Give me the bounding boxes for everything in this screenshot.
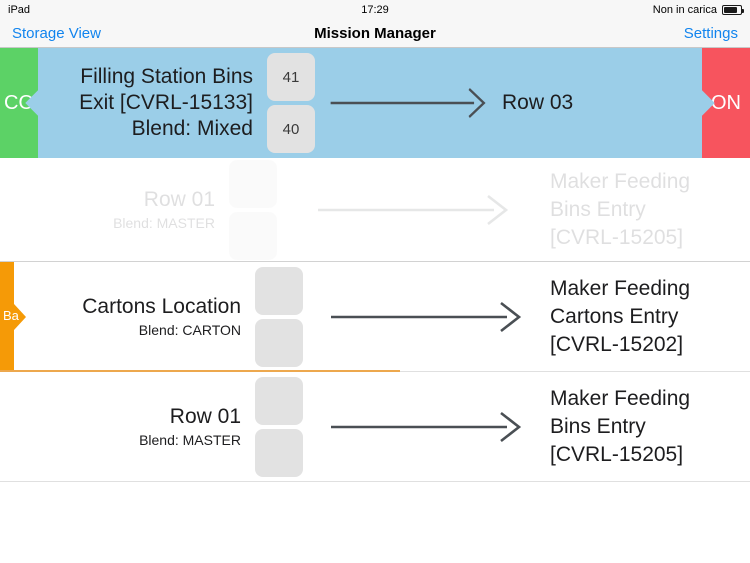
destination-line: Row 03 — [502, 91, 574, 114]
mission-row-content: Row 01 Blend: MASTER — [0, 158, 750, 262]
settings-button[interactable]: Settings — [683, 25, 738, 42]
already-in-execution-label: Already in Execution — [285, 184, 454, 203]
row-separator — [400, 371, 750, 372]
origin-block: Filling Station Bins Exit [CVRL-15133] B… — [38, 64, 263, 142]
swipe-cancel-action[interactable]: ON — [702, 48, 750, 158]
quantity-badges[interactable] — [251, 267, 307, 367]
destination-line-3: [CVRL-15205] — [550, 226, 684, 249]
swipe-cancel-label: ON — [711, 91, 741, 114]
destination-block: Maker Feeding Bins Entry [CVRL-15205] — [550, 168, 750, 252]
flow-arrow-wrap — [319, 86, 502, 120]
quantity-badges — [225, 160, 281, 260]
origin-block: Cartons Location Blend: CARTON — [26, 294, 251, 340]
badge-bottom[interactable] — [255, 429, 303, 477]
status-clock: 17:29 — [361, 4, 389, 16]
destination-block: Row 03 — [502, 89, 702, 117]
mission-row-active[interactable]: CO Filling Station Bins Exit [CVRL-15133… — [0, 48, 750, 158]
flow-arrow-icon — [316, 193, 516, 227]
destination-line-1: Maker Feeding — [550, 277, 691, 300]
origin-blend: Blend: Mixed — [131, 117, 253, 140]
status-bar: iPad 17:29 Non in carica — [0, 0, 750, 20]
destination-block: Maker Feeding Bins Entry [CVRL-15205] — [550, 385, 750, 469]
origin-blend: Blend: MASTER — [113, 215, 215, 231]
destination-line-1: Maker Feeding — [550, 387, 691, 410]
badge-bottom[interactable] — [255, 319, 303, 367]
destination-line-2: Bins Entry — [550, 198, 646, 221]
destination-line-3: [CVRL-15205] — [550, 443, 684, 466]
mission-row-plain[interactable]: Row 01 Blend: MASTER Maker — [0, 372, 750, 482]
navigation-bar: Storage View Mission Manager Settings — [0, 20, 750, 48]
mission-row-carton[interactable]: Ba Cartons Location Blend: CARTON — [0, 262, 750, 372]
batch-tab[interactable] — [0, 262, 14, 372]
destination-block: Maker Feeding Cartons Entry [CVRL-15202] — [550, 275, 750, 359]
swipe-confirm-label: CO — [4, 91, 34, 114]
battery-icon — [722, 5, 744, 15]
badge-bottom — [229, 212, 277, 260]
badge-top[interactable] — [255, 377, 303, 425]
origin-title-line2: Exit [CVRL-15133] — [79, 91, 253, 114]
batch-chevron-icon — [14, 304, 26, 330]
row-separator — [0, 481, 750, 482]
origin-block: Row 01 Blend: MASTER — [26, 404, 251, 450]
row-separator — [0, 261, 750, 262]
flow-arrow-icon — [329, 410, 529, 444]
quantity-badges[interactable]: 41 40 — [263, 53, 319, 153]
origin-title-line1: Row 01 — [143, 188, 215, 211]
flow-arrow-wrap — [307, 300, 550, 334]
origin-blend: Blend: CARTON — [138, 322, 241, 338]
status-battery-group: Non in carica — [652, 4, 744, 16]
badge-top[interactable]: 41 — [267, 53, 315, 101]
badge-bottom[interactable]: 40 — [267, 105, 315, 153]
quantity-badges[interactable] — [251, 377, 307, 477]
page-title: Mission Manager — [314, 25, 436, 42]
batch-tab-label: Ba — [3, 308, 19, 323]
swipe-confirm-action[interactable]: CO — [0, 48, 38, 158]
badge-top — [229, 160, 277, 208]
origin-title-line1: Row 01 — [169, 405, 241, 428]
badge-top[interactable] — [255, 267, 303, 315]
mission-row-content: Cartons Location Blend: CARTON — [0, 262, 750, 372]
mission-list[interactable]: CO Filling Station Bins Exit [CVRL-15133… — [0, 48, 750, 563]
storage-view-button[interactable]: Storage View — [12, 25, 101, 42]
flow-arrow-wrap — [307, 410, 550, 444]
destination-line-2: Bins Entry — [550, 415, 646, 438]
origin-title-line1: Filling Station Bins — [80, 65, 253, 88]
destination-line-1: Maker Feeding — [550, 170, 691, 193]
status-device-label: iPad — [8, 4, 31, 16]
flow-arrow-icon — [329, 300, 529, 334]
flow-arrow-icon — [329, 86, 492, 120]
destination-line-2: Cartons Entry — [550, 305, 679, 328]
mission-row-content: Filling Station Bins Exit [CVRL-15133] B… — [0, 48, 750, 158]
status-charge-label: Non in carica — [652, 4, 717, 16]
destination-line-3: [CVRL-15202] — [550, 333, 684, 356]
row-separator-orange — [0, 370, 400, 372]
flow-arrow-wrap — [281, 193, 550, 227]
origin-block: Row 01 Blend: MASTER — [0, 187, 225, 233]
origin-title-line1: Cartons Location — [82, 295, 241, 318]
mission-row-disabled: Row 01 Blend: MASTER — [0, 158, 750, 262]
origin-blend: Blend: MASTER — [139, 432, 241, 448]
mission-row-content: Row 01 Blend: MASTER Maker — [0, 372, 750, 482]
